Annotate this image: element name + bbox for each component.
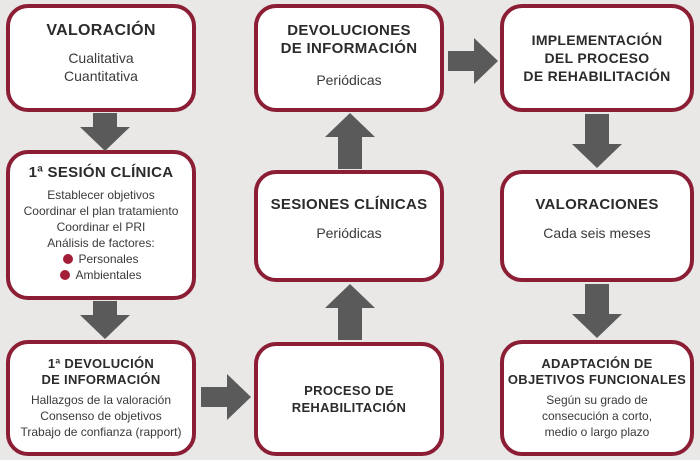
box-line: Periódicas xyxy=(316,72,382,88)
box-title-line: DE INFORMACIÓN xyxy=(280,40,418,57)
arrow-up-icon xyxy=(325,113,375,169)
box-title-line: DEVOLUCIONES xyxy=(287,22,411,39)
box-line: medio o largo plazo xyxy=(544,425,650,439)
box-line: Cuantitativa xyxy=(64,68,138,84)
box-title-line: PROCESO DE xyxy=(304,383,394,398)
box-line: Coordinar el plan tratamiento xyxy=(23,204,179,218)
bullet-item: Ambientales xyxy=(60,267,142,283)
box-title-line: DEL PROCESO xyxy=(544,50,650,66)
box-line: Análisis de factores: xyxy=(47,236,155,250)
box-title: VALORACIÓN xyxy=(46,22,156,39)
box-title-line: ADAPTACIÓN DE xyxy=(541,356,653,371)
bullet-dot-icon xyxy=(60,270,71,280)
arrow-right-icon xyxy=(201,374,251,420)
box-line: Coordinar el PRI xyxy=(56,220,146,234)
box-adaptacion-objetivos: ADAPTACIÓN DE OBJETIVOS FUNCIONALES Segú… xyxy=(500,340,694,456)
box-line: Trabajo de confianza (rapport) xyxy=(20,425,182,439)
box-proceso-rehabilitacion: PROCESO DE REHABILITACIÓN xyxy=(254,342,444,456)
bullet-dot-icon xyxy=(63,254,74,264)
box-valoraciones: VALORACIONES Cada seis meses xyxy=(500,170,694,282)
box-sesiones-clinicas: SESIONES CLÍNICAS Periódicas xyxy=(254,170,444,282)
box-title-line: DE REHABILITACIÓN xyxy=(523,68,671,84)
box-line: consecución a corto, xyxy=(541,409,653,423)
box-title: 1ª SESIÓN CLÍNICA xyxy=(28,164,174,181)
bullet-item: Personales xyxy=(63,251,139,267)
box-devoluciones-informacion: DEVOLUCIONES DE INFORMACIÓN Periódicas xyxy=(254,4,444,112)
box-title-line: 1ª DEVOLUCIÓN xyxy=(47,356,155,371)
arrow-down-icon xyxy=(572,284,622,338)
arrow-up-icon xyxy=(325,284,375,340)
box-title: VALORACIONES xyxy=(535,196,659,213)
box-primera-sesion-clinica: 1ª SESIÓN CLÍNICA Establecer objetivos C… xyxy=(6,150,196,300)
bullet-label: Personales xyxy=(78,252,139,266)
box-valoracion: VALORACIÓN Cualitativa Cuantitativa xyxy=(6,4,196,112)
box-line: Según su grado de xyxy=(546,393,648,407)
box-primera-devolucion: 1ª DEVOLUCIÓN DE INFORMACIÓN Hallazgos d… xyxy=(6,340,196,456)
box-line: Cualitativa xyxy=(68,50,134,66)
box-title-line: OBJETIVOS FUNCIONALES xyxy=(507,372,687,387)
bullet-label: Ambientales xyxy=(75,268,142,282)
box-line: Periódicas xyxy=(316,225,382,241)
box-title: SESIONES CLÍNICAS xyxy=(270,196,428,213)
arrow-right-icon xyxy=(448,38,498,84)
box-line: Consenso de objetivos xyxy=(40,409,162,423)
box-implementacion: IMPLEMENTACIÓN DEL PROCESO DE REHABILITA… xyxy=(500,4,694,112)
arrow-down-icon xyxy=(80,113,130,151)
box-line: Cada seis meses xyxy=(543,225,651,241)
box-title-line: REHABILITACIÓN xyxy=(291,400,407,415)
box-line: Hallazgos de la valoración xyxy=(30,393,172,407)
box-line: Establecer objetivos xyxy=(47,188,155,202)
box-title-line: DE INFORMACIÓN xyxy=(41,372,161,387)
box-title-line: IMPLEMENTACIÓN xyxy=(531,32,663,48)
arrow-down-icon xyxy=(80,301,130,339)
arrow-down-icon xyxy=(572,114,622,168)
